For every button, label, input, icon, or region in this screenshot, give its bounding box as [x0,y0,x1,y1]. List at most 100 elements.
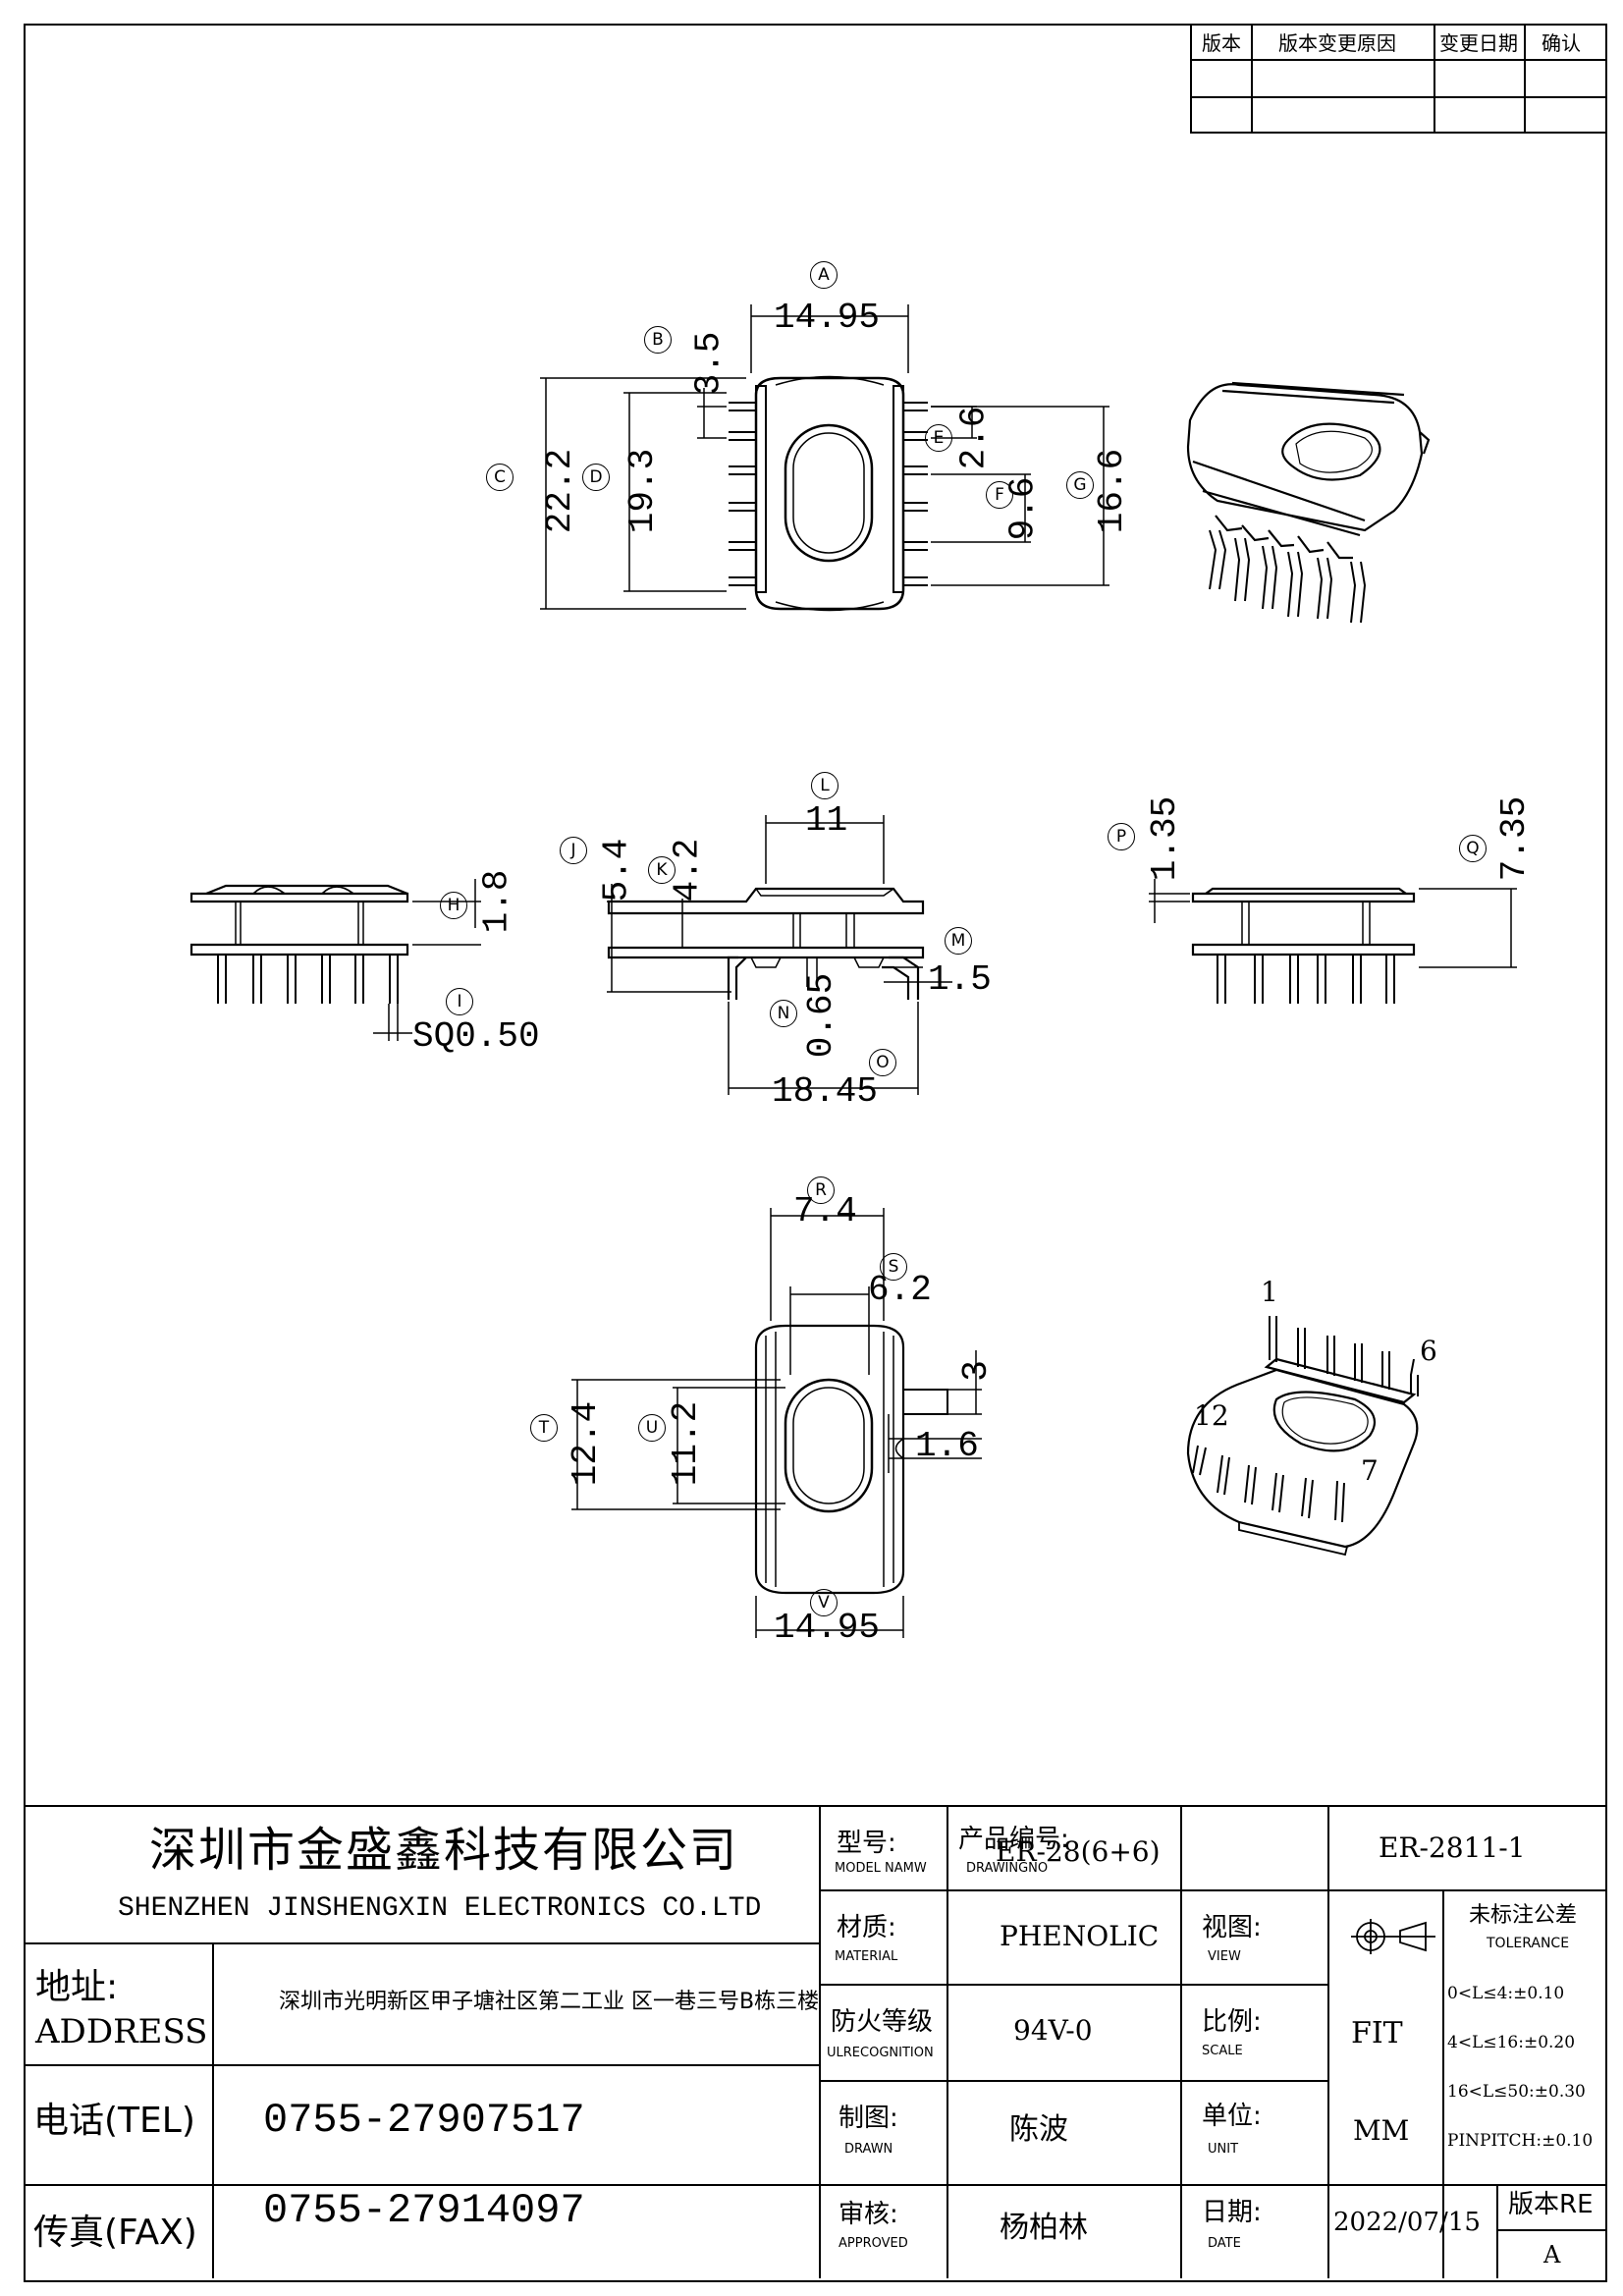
fire-label-en: ULRECOGNITION [827,2046,934,2060]
side-view-right [1149,879,1517,1004]
balloon-m: M [945,927,972,955]
balloon-d: D [582,464,610,491]
scale-label-en: SCALE [1202,2044,1243,2058]
drawn-label-cn: 制图: [839,2104,898,2133]
balloon-p: P [1108,823,1135,850]
balloon-l: L [811,772,839,799]
model-value: ER-28(6+6) [996,1835,1161,1868]
pin-label-12: 12 [1194,1399,1229,1432]
balloon-n: N [770,1000,797,1027]
balloon-c: C [486,464,514,491]
dim-c: 22.2 [540,448,581,534]
bottom-view [571,1208,982,1638]
dim-f: 9.6 [1002,476,1044,541]
balloon-i: I [446,988,473,1015]
address-label-cn: 地址: [35,1967,119,2007]
scale-label-cn: 比例: [1202,2007,1262,2037]
tolerance-title-cn: 未标注公差 [1469,1903,1578,1928]
dim-u: 11.2 [666,1400,707,1487]
fax-label: 传真(FAX) [33,2213,197,2253]
material-label-cn: 材质: [837,1913,896,1942]
rev-header-version: 版本 [1202,31,1241,55]
balloon-a: A [810,261,838,289]
dim-a: 14.95 [774,298,881,338]
dim-w3: 3 [955,1360,997,1382]
front-view-middle [607,815,952,1095]
fire-value: 94V-0 [1013,2014,1093,2047]
tel-value: 0755-27907517 [263,2097,585,2144]
address-label-en: ADDRESS [35,2012,208,2051]
date-label-cn: 日期: [1202,2198,1262,2227]
model-label-cn: 型号: [837,1829,896,1858]
dim-b: 3.5 [688,331,730,396]
material-label-en: MATERIAL [835,1949,898,1964]
drawingno-label-cn: 产品编号: [958,1825,1069,1854]
dim-j: 5.4 [596,838,637,902]
view-label-cn: 视图: [1202,1913,1262,1942]
dim-o: 18.45 [772,1071,879,1112]
scale-value: FIT [1351,2016,1403,2050]
rev-header-reason: 版本变更原因 [1278,31,1396,55]
balloon-q: Q [1459,835,1487,862]
outer-frame [24,24,1607,2282]
tolerance-row: 4<L≤16:±0.20 [1447,2033,1576,2052]
unit-label-en: UNIT [1208,2142,1239,2157]
unit-label-cn: 单位: [1202,2102,1262,2131]
fire-label-cn: 防火等级 [831,2007,934,2037]
balloon-s: S [880,1253,907,1281]
balloon-h: H [440,892,467,919]
balloon-f: F [986,481,1013,509]
unit-value: MM [1353,2114,1410,2147]
drawingno-value: ER-2811-1 [1379,1831,1526,1864]
iso-view-top [1186,381,1431,624]
rev-header-date: 变更日期 [1439,31,1518,55]
pin-label-7: 7 [1361,1454,1379,1487]
address-value: 深圳市光明新区甲子塘社区第二工业 区一巷三号B栋三楼 [279,1990,820,2014]
tel-label: 电话(TEL) [33,2101,195,2141]
balloon-j: J [560,837,587,864]
drawn-label-en: DRAWN [844,2142,893,2157]
side-view-left [189,879,481,1041]
view-label-en: VIEW [1208,1949,1241,1964]
balloon-k: K [648,856,676,884]
tolerance-row: 0<L≤4:±0.10 [1447,1986,1565,2003]
company-name-cn: 深圳市金盛鑫科技有限公司 [149,1823,739,1878]
approved-label-cn: 审核: [839,2200,898,2229]
dim-g: 16.6 [1092,448,1133,534]
tolerance-row: PINPITCH:±0.10 [1447,2131,1594,2151]
model-label-en: MODEL NAMW [835,1861,927,1876]
material-value: PHENOLIC [1000,1920,1160,1952]
iso-view-bottom [1186,1316,1419,1557]
approved-label-en: APPROVED [839,2236,908,2251]
date-label-en: DATE [1208,2236,1241,2251]
company-name-en: SHENZHEN JINSHENGXIN ELECTRONICS CO.LTD [118,1893,762,1924]
dim-t: 12.4 [566,1400,607,1487]
title-block: 深圳市金盛鑫科技有限公司 SHENZHEN JINSHENGXIN ELECTR… [24,1805,1605,2278]
approved-value: 杨柏林 [1000,2211,1088,2245]
top-view [540,304,1109,612]
drawn-value: 陈波 [1009,2112,1068,2147]
balloon-u: U [638,1414,666,1442]
projection-symbol-icon [1351,1919,1435,1954]
rev-value: A [1543,2241,1561,2269]
balloon-b: B [644,326,672,354]
balloon-v: V [810,1589,838,1616]
dim-n: 0.65 [801,972,842,1059]
rev-label: 版本RE [1508,2190,1594,2219]
dim-i: SQ0.50 [412,1016,540,1057]
drawingno-label-en: DRAWINGNO [966,1861,1049,1876]
revision-table: 版本 版本变更原因 变更日期 确认 [1190,26,1605,136]
dim-p: 1.35 [1145,795,1186,882]
dim-d: 19.3 [622,448,664,534]
tolerance-list: 0<L≤4:±0.10 4<L≤16:±0.20 16<L≤50:±0.30 P… [1447,1986,1602,2182]
pin-label-6: 6 [1420,1335,1437,1367]
fax-value: 0755-27914097 [263,2187,585,2234]
balloon-o: O [869,1049,896,1076]
tolerance-title-en: TOLERANCE [1487,1936,1570,1951]
balloon-t: T [530,1414,558,1442]
balloon-e: E [925,424,952,452]
dim-q: 7.35 [1494,795,1536,882]
dim-h: 1.8 [476,869,517,934]
balloon-g: G [1066,471,1094,499]
